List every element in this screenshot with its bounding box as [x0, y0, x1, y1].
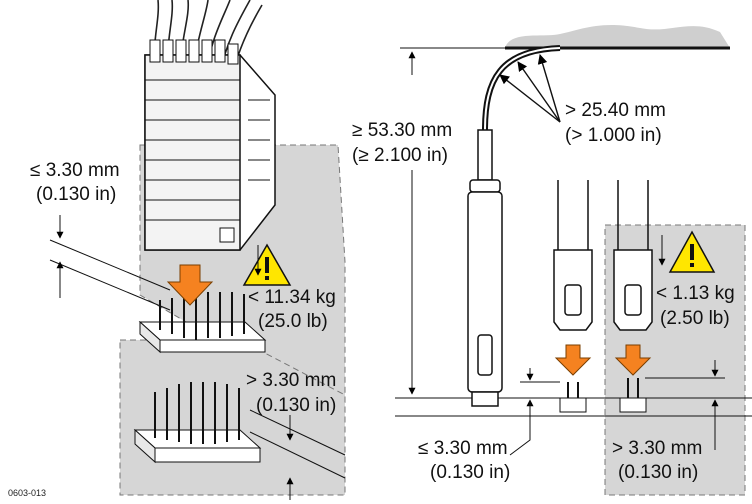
left-gap-mm: ≤ 3.30 mm	[30, 160, 120, 181]
right-bend-mm: > 25.40 mm	[565, 100, 666, 121]
right-force-kg: < 1.13 kg	[656, 283, 735, 304]
right-height-mm: ≥ 53.30 mm	[352, 120, 453, 141]
left-pin-mm: > 3.30 mm	[246, 370, 337, 391]
warning-triangle-icon	[668, 230, 716, 273]
right-force-lb: (2.50 lb)	[660, 308, 730, 329]
tall-probe	[467, 129, 503, 407]
left-force-kg: < 11.34 kg	[248, 287, 336, 308]
left-force-lb: (25.0 lb)	[258, 311, 328, 332]
right-bend-in: (> 1.000 in)	[565, 125, 662, 146]
down-arrow-icon	[166, 264, 214, 306]
lower-pin-header	[133, 382, 262, 464]
upper-pin-header	[138, 292, 267, 354]
top-surface	[505, 24, 730, 48]
left-gap-lines	[49, 215, 171, 311]
right-height-in: (≥ 2.100 in)	[352, 145, 448, 166]
middle-probe	[553, 180, 593, 331]
right-low-pin-in: (0.130 in)	[430, 462, 511, 483]
figure-id: 0603-013	[8, 488, 47, 498]
left-gap-in: (0.130 in)	[36, 184, 117, 205]
down-arrow-icon	[554, 344, 592, 376]
right-high-pin-in: (0.130 in)	[618, 462, 699, 483]
left-pin-in: (0.130 in)	[256, 395, 337, 416]
right-low-pin-mm: ≤ 3.30 mm	[418, 438, 508, 459]
tall-pin-header	[619, 378, 647, 413]
down-arrow-icon	[614, 344, 652, 376]
right-probe	[613, 180, 653, 331]
probe-connector	[144, 39, 276, 251]
bent-cable	[482, 45, 561, 131]
short-pin-header	[559, 382, 587, 413]
right-high-pin-mm: > 3.30 mm	[612, 438, 703, 459]
